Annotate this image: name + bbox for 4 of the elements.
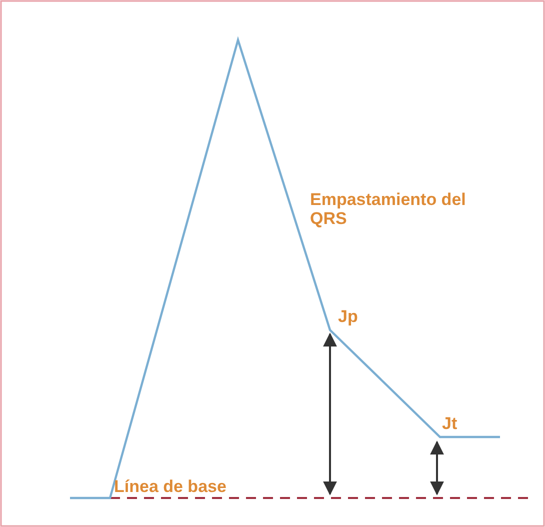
- text-label: Empastamiento del QRS: [310, 190, 467, 228]
- text-label: Jt: [442, 414, 458, 433]
- text-label: Jp: [338, 307, 358, 326]
- text-label: Línea de base: [114, 477, 226, 496]
